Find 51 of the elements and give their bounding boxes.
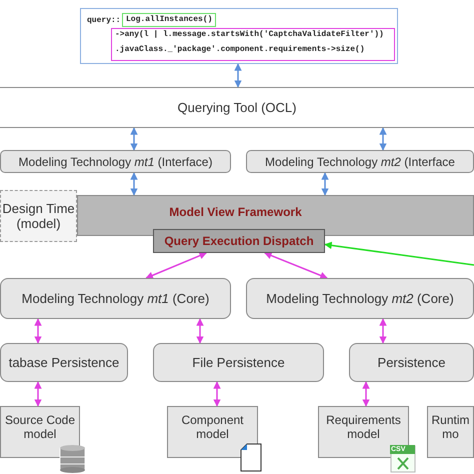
node-label: Modeling Technology mt2 (Core) (266, 291, 454, 306)
arrow (234, 63, 242, 88)
code-text: Log.allInstances() (126, 15, 212, 24)
dispatch-box (153, 229, 325, 253)
code-text: ->any(l | l.message.startsWith('CaptchaValidateFilter')) (115, 30, 384, 39)
process-box (349, 343, 474, 382)
code-highlight-box (122, 13, 216, 27)
model-box (427, 406, 474, 458)
arrow (130, 127, 138, 151)
node-label: Runtim mo (430, 413, 470, 441)
process-box (0, 150, 231, 173)
code-text: query:: (87, 16, 121, 25)
arrow (34, 318, 42, 344)
arrow (130, 172, 138, 196)
process-box (246, 278, 474, 319)
node-label: Requirements model (325, 413, 402, 441)
framework-band (77, 195, 474, 236)
node-label: Modeling Technology mt1 (Core) (22, 291, 210, 306)
model-box (318, 406, 409, 458)
node-label: Persistence (378, 355, 446, 370)
process-box (0, 278, 231, 319)
node-label: Design Time (model) (1, 201, 76, 231)
arrow (146, 252, 207, 279)
arrow (196, 318, 204, 344)
arrow (324, 242, 474, 266)
node-label: Source Code model (4, 413, 76, 441)
arrow (379, 127, 387, 151)
model-box (167, 406, 258, 458)
node-label: Querying Tool (OCL) (178, 100, 296, 115)
node-label: Modeling Technology mt1 (Interface) (18, 154, 212, 168)
process-box (0, 343, 128, 382)
arrow (362, 381, 370, 407)
node-label: Modeling Technology mt2 (Interface (265, 154, 455, 168)
process-box (153, 343, 324, 382)
arrow (264, 252, 328, 279)
code-text: .javaClass._'package'.component.requirements->size() (115, 45, 365, 54)
arrow (379, 318, 387, 344)
node-label: Model View Framework (169, 204, 302, 218)
node-label: tabase Persistence (8, 355, 120, 370)
code-highlight-box (111, 28, 395, 61)
node-label: File Persistence (192, 355, 285, 370)
arrow (321, 172, 329, 196)
tool-band (0, 87, 474, 128)
dashed-box (0, 190, 77, 242)
node-label: Component model (180, 413, 245, 441)
query-box (80, 8, 398, 64)
model-box (0, 406, 80, 458)
arrow (34, 381, 42, 407)
process-box (246, 150, 474, 173)
node-label: Query Execution Dispatch (164, 234, 314, 248)
arrow (213, 381, 221, 407)
